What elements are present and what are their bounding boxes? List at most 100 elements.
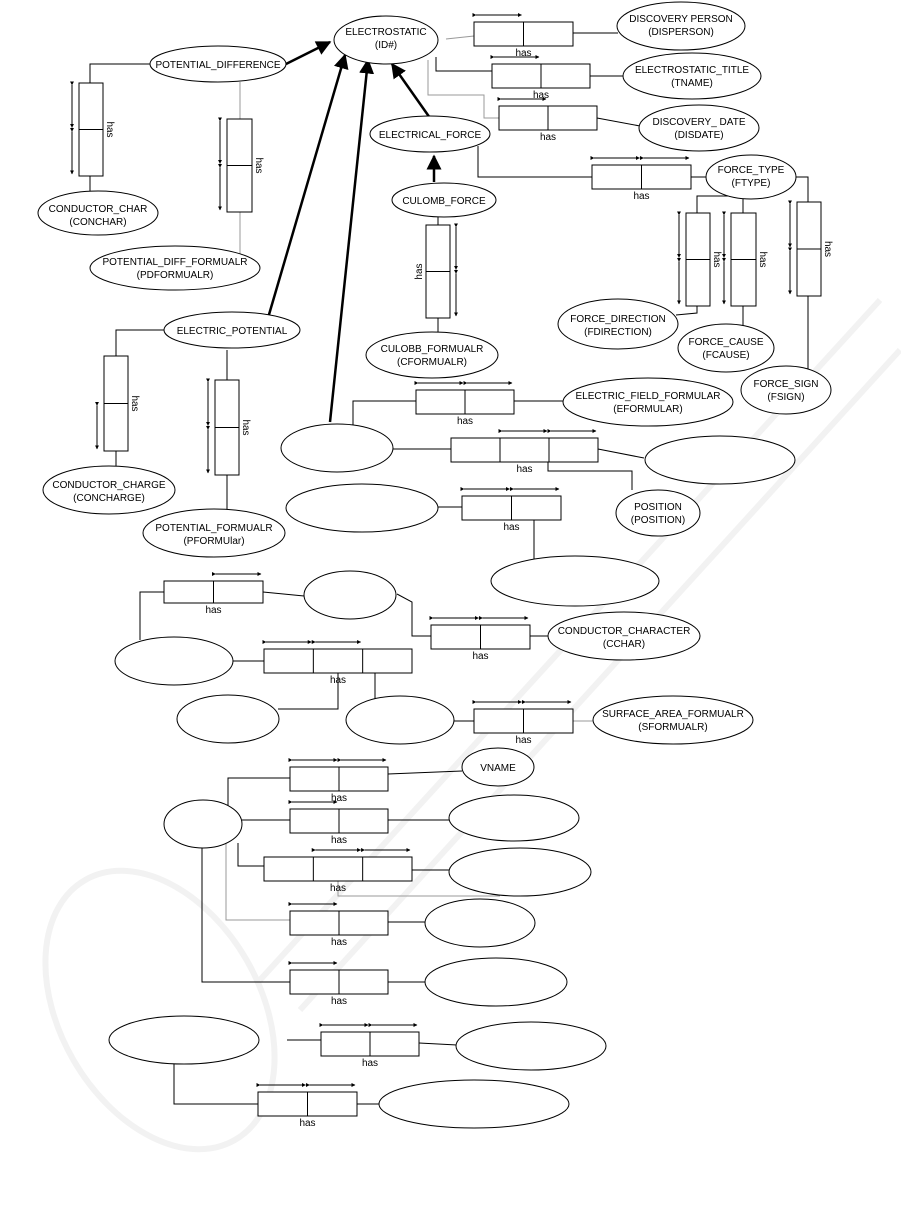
relationship-has[interactable]: has <box>490 55 591 101</box>
unlabeled-attribute[interactable] <box>114 636 234 686</box>
attr-force-sign[interactable]: FORCE_SIGN (FSIGN) <box>740 365 832 415</box>
entity-electrical-force[interactable]: ELECTRICAL_FORCE <box>369 115 491 153</box>
entity-name: ELECTRICAL_FORCE <box>379 130 482 141</box>
relationship-boxes: has has has has has has has has has has has has has h… <box>70 13 833 1129</box>
relationship-label: has <box>533 90 549 101</box>
relationship-has[interactable]: has <box>288 758 389 804</box>
entity-electrostatic[interactable]: ELECTROSTATIC (ID#) <box>333 15 439 65</box>
relationship-has[interactable]: has <box>319 1023 420 1069</box>
relationship-label: has <box>330 883 346 894</box>
relationship-label: has <box>362 1058 378 1069</box>
attr-name: FORCE_TYPE <box>718 165 785 176</box>
relationship-label: has <box>331 937 347 948</box>
relationship-label: has <box>129 395 140 411</box>
attr-electric-field-formular[interactable]: ELECTRIC_FIELD_FORMULAR (EFORMULAR) <box>562 377 734 427</box>
attr-key: (PDFORMUALR) <box>137 270 214 281</box>
entity-electric-potential[interactable]: ELECTRIC_POTENTIAL <box>163 311 301 349</box>
relationship-has[interactable]: has <box>70 81 115 177</box>
relationship-has[interactable]: has <box>95 355 140 452</box>
relationship-has[interactable]: has <box>206 378 251 476</box>
relationship-label: has <box>457 416 473 427</box>
relationship-label: has <box>540 132 556 143</box>
relationship-has[interactable]: has <box>262 640 413 686</box>
unlabeled-entity[interactable] <box>163 799 243 849</box>
unlabeled-entity[interactable] <box>108 1015 260 1065</box>
relationship-label: has <box>104 121 115 137</box>
relationship-label: has <box>331 835 347 846</box>
relationship-label: has <box>414 263 425 279</box>
relationship-has[interactable]: has <box>460 487 562 533</box>
attr-name: CONDUCTOR_CHARACTER <box>558 626 691 637</box>
relationship-has[interactable]: has <box>288 800 389 846</box>
attr-name: CONDUCTOR_CHAR <box>49 204 148 215</box>
relationship-has[interactable]: has <box>497 97 598 143</box>
entity-name: POTENTIAL_DIFFERENCE <box>155 60 280 71</box>
attr-force-direction[interactable]: FORCE_DIRECTION (FDIRECTION) <box>557 298 679 350</box>
attr-name: VNAME <box>480 763 516 774</box>
attr-name: POTENTIAL_DIFF_FORMUALR <box>102 257 247 268</box>
attr-name: DISCOVERY_ DATE <box>653 117 746 128</box>
unlabeled-attribute[interactable] <box>285 483 439 533</box>
attr-conductor-charge[interactable]: CONDUCTOR_CHARGE (CONCHARGE) <box>42 465 176 515</box>
attr-vname[interactable]: VNAME <box>461 747 535 787</box>
relationship-has[interactable]: has <box>218 117 264 213</box>
unlabeled-attribute[interactable] <box>455 1021 607 1071</box>
attr-key: (SFORMUALR) <box>638 722 707 733</box>
relationship-label: has <box>330 675 346 686</box>
attr-key: (POSITION) <box>631 515 685 526</box>
attr-culobb-formualr[interactable]: CULOBB_FORMUALR (CFORMUALR) <box>365 331 499 379</box>
unlabeled-attribute[interactable] <box>176 694 280 744</box>
unlabeled-attribute[interactable] <box>448 794 580 842</box>
relationship-has[interactable]: has <box>288 961 389 1007</box>
entity-name: CULOMB_FORCE <box>402 196 486 207</box>
attr-name: ELECTROSTATIC_TITLE <box>635 65 749 76</box>
relationship-has[interactable]: has <box>429 616 531 662</box>
unlabeled-attribute[interactable] <box>644 435 796 485</box>
attr-name: CULOBB_FORMUALR <box>381 344 484 355</box>
attr-electrostatic-title[interactable]: ELECTROSTATIC_TITLE (TNAME) <box>622 52 762 100</box>
attr-name: ELECTRIC_FIELD_FORMULAR <box>575 391 720 402</box>
entity-name: ELECTRIC_POTENTIAL <box>177 326 288 337</box>
unlabeled-attribute[interactable] <box>424 898 536 948</box>
unlabeled-entity[interactable] <box>345 695 455 745</box>
attr-name: CONDUCTOR_CHARGE <box>52 480 165 491</box>
relationship-has[interactable]: has <box>450 429 599 475</box>
unlabeled-entity[interactable] <box>303 570 397 620</box>
relationship-has[interactable]: has <box>163 572 264 616</box>
attr-discovery-person[interactable]: DISCOVERY PERSON (DISPERSON) <box>616 1 746 51</box>
attr-position[interactable]: POSITION (POSITION) <box>615 489 701 537</box>
attr-potential-formualr[interactable]: POTENTIAL_FORMUALR (PFORMUlar) <box>142 508 286 558</box>
attr-key: (EFORMULAR) <box>613 404 682 415</box>
relationship-has[interactable]: has <box>722 211 768 307</box>
attr-conductor-character[interactable]: CONDUCTOR_CHARACTER (CCHAR) <box>547 611 701 661</box>
entity-culomb-force[interactable]: CULOMB_FORCE <box>391 182 497 218</box>
unlabeled-attribute[interactable] <box>424 957 568 1007</box>
attr-key: (FDIRECTION) <box>584 327 652 338</box>
relationship-label: has <box>515 735 531 746</box>
entity-key: (ID#) <box>375 40 397 51</box>
relationship-has[interactable]: has <box>590 156 692 202</box>
attr-surface-area-formualr[interactable]: SURFACE_AREA_FORMUALR (SFORMUALR) <box>592 695 754 745</box>
attr-force-type[interactable]: FORCE_TYPE (FTYPE) <box>705 154 797 200</box>
unlabeled-attribute[interactable] <box>490 555 660 607</box>
unlabeled-attribute[interactable] <box>448 847 592 897</box>
attr-discovery-date[interactable]: DISCOVERY_ DATE (DISDATE) <box>638 104 760 152</box>
relationship-has[interactable]: has <box>788 200 833 297</box>
relationship-label: has <box>331 793 347 804</box>
relationship-has[interactable]: has <box>472 13 574 59</box>
relationship-has[interactable]: has <box>263 848 413 894</box>
entity-potential-difference[interactable]: POTENTIAL_DIFFERENCE <box>149 45 287 83</box>
unlabeled-attribute[interactable] <box>378 1079 570 1129</box>
relationship-label: has <box>711 251 722 267</box>
unlabeled-entity[interactable] <box>280 423 394 473</box>
relationship-has[interactable]: has <box>414 381 515 427</box>
attr-conductor-char[interactable]: CONDUCTOR_CHAR (CONCHAR) <box>37 190 159 236</box>
relationship-has[interactable]: has <box>414 223 458 319</box>
relationship-has[interactable]: has <box>256 1083 358 1129</box>
relationship-has[interactable]: has <box>677 211 722 307</box>
relationship-has[interactable]: has <box>472 700 574 746</box>
attr-potential-diff-formualr[interactable]: POTENTIAL_DIFF_FORMUALR (PDFORMUALR) <box>89 245 261 291</box>
relationship-has[interactable]: has <box>288 902 389 948</box>
attr-force-cause[interactable]: FORCE_CAUSE (FCAUSE) <box>677 323 775 373</box>
